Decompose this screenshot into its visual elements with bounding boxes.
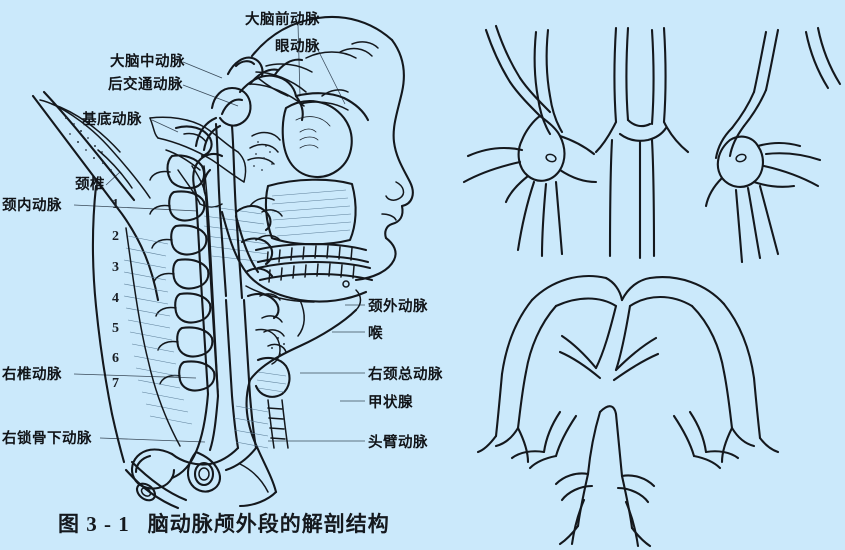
vertebra-number-2: 2 xyxy=(112,229,119,244)
label-external-carotid-artery: 颈外动脉 xyxy=(368,299,428,315)
label-middle-cerebral-artery: 大脑中动脉 xyxy=(110,54,185,70)
label-right-subclavian-artery: 右锁骨下动脉 xyxy=(2,431,92,447)
label-right-common-carotid-artery: 右颈总动脉 xyxy=(368,367,443,383)
skull-face xyxy=(203,15,414,494)
label-posterior-communicating-artery: 后交通动脉 xyxy=(108,77,183,93)
vertebra-number-3: 3 xyxy=(112,260,119,275)
cervical-spine xyxy=(123,125,219,447)
label-anterior-cerebral-artery: 大脑前动脉 xyxy=(245,12,320,28)
figure-number: 图 3 - 1 xyxy=(58,512,130,536)
label-brachiocephalic-artery: 头臂动脉 xyxy=(368,435,428,451)
vertebra-number-1: 1 xyxy=(112,197,119,212)
label-right-vertebral-artery: 右椎动脉 xyxy=(2,367,62,383)
great-vessels-diagram xyxy=(462,24,842,548)
label-cervical-vertebrae: 颈椎 xyxy=(75,177,105,193)
vertebra-number-7: 7 xyxy=(112,376,119,391)
vertebra-number-6: 6 xyxy=(112,351,119,366)
label-larynx: 喉 xyxy=(368,326,383,342)
label-thyroid-gland: 甲状腺 xyxy=(368,395,413,411)
neck-outline xyxy=(91,184,126,464)
figure-caption: 图 3 - 1 脑动脉颅外段的解剖结构 xyxy=(58,508,390,538)
label-internal-carotid-artery: 颈内动脉 xyxy=(2,198,62,214)
arterial-tree-sagittal xyxy=(124,56,370,510)
vertebra-number-5: 5 xyxy=(112,321,119,336)
figure-caption-text: 脑动脉颅外段的解剖结构 xyxy=(147,512,390,536)
vertebra-number-4: 4 xyxy=(112,291,119,306)
label-basilar-artery: 基底动脉 xyxy=(82,112,142,128)
cranial-base xyxy=(149,116,247,208)
label-ophthalmic-artery: 眼动脉 xyxy=(275,39,320,55)
